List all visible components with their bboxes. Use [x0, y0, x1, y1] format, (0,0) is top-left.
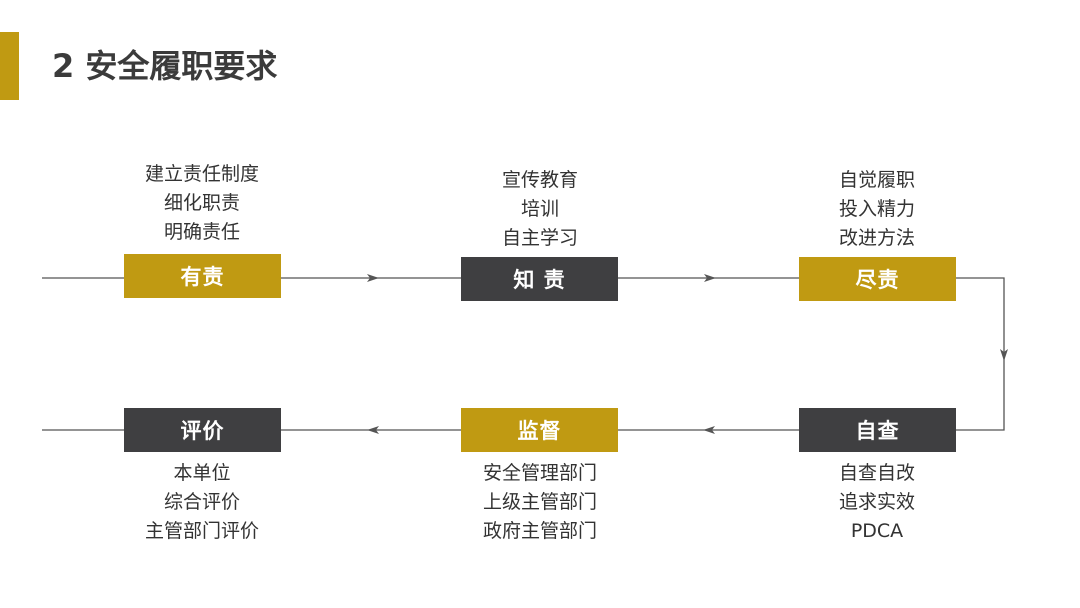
- step-jiandu-description: 安全管理部门 上级主管部门 政府主管部门: [440, 459, 640, 546]
- desc-line: 培训: [520, 198, 559, 220]
- step-pingjia-description: 本单位 综合评价 主管部门评价: [102, 459, 302, 546]
- step-youze-description: 建立责任制度 细化职责 明确责任: [102, 160, 302, 247]
- step-zicha-description: 自查自改 追求实效 PDCA: [777, 459, 977, 546]
- desc-line: 自觉履职: [838, 169, 915, 191]
- step-box-zicha: 自查: [799, 408, 956, 452]
- desc-line: 投入精力: [838, 198, 915, 220]
- step-box-zhize: 知 责: [461, 257, 618, 301]
- desc-line: 本单位: [173, 462, 231, 484]
- desc-line: 上级主管部门: [482, 491, 597, 513]
- title-accent-bar: [0, 32, 19, 100]
- desc-line: 自查自改: [838, 462, 915, 484]
- step-box-jiandu: 监督: [461, 408, 618, 452]
- desc-line: 宣传教育: [501, 169, 578, 191]
- desc-line: 改进方法: [838, 227, 915, 249]
- desc-line: 自主学习: [501, 227, 578, 249]
- desc-line: 细化职责: [163, 192, 240, 214]
- arrow-jinze-to-zicha-down: [956, 277, 1008, 361]
- desc-line: 追求实效: [838, 491, 915, 513]
- connector-zicha-right: [956, 360, 1005, 431]
- step-zhize-description: 宣传教育 培训 自主学习: [440, 166, 640, 253]
- step-jinze-description: 自觉履职 投入精力 改进方法: [777, 166, 977, 253]
- desc-line: 建立责任制度: [144, 163, 259, 185]
- desc-line: 明确责任: [163, 221, 240, 243]
- desc-line: 安全管理部门: [482, 462, 597, 484]
- page-title: 2 安全履职要求: [52, 47, 278, 85]
- step-box-youze: 有责: [124, 254, 281, 298]
- step-box-pingjia: 评价: [124, 408, 281, 452]
- desc-line: PDCA: [850, 520, 904, 542]
- step-box-jinze: 尽责: [799, 257, 956, 301]
- desc-line: 政府主管部门: [482, 520, 597, 542]
- desc-line: 综合评价: [163, 491, 240, 513]
- desc-line: 主管部门评价: [144, 520, 259, 542]
